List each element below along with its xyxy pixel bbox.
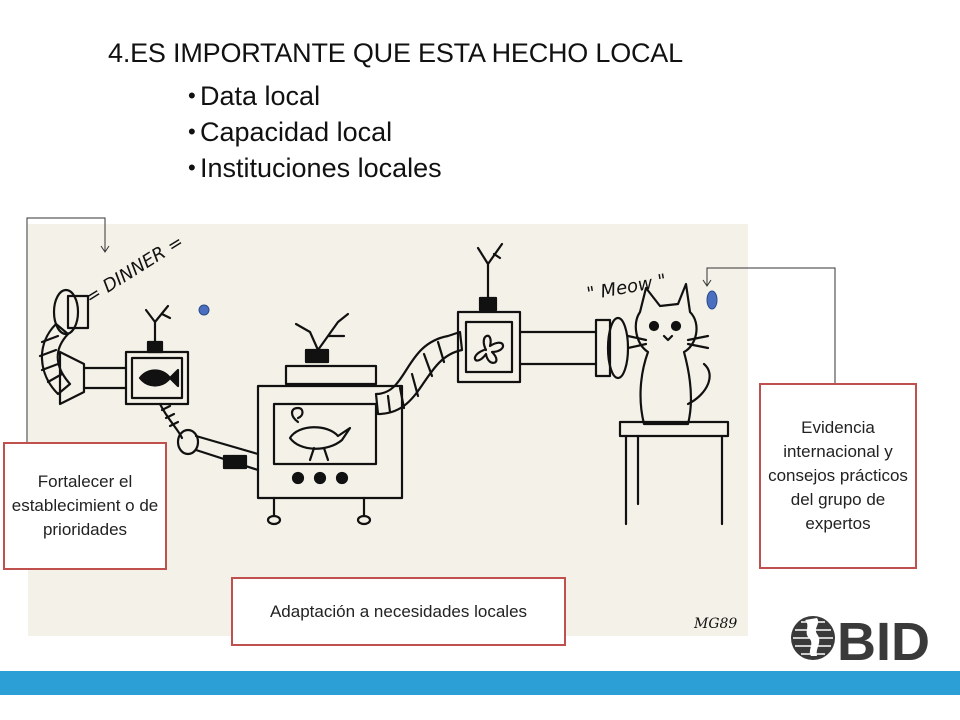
marker-dot [706,290,718,310]
callout-text: Fortalecer el establecimient o de priori… [11,472,159,539]
cartoon-illustration: = DINNER = " Meow " MG89 [28,224,748,636]
globe-icon [791,616,835,660]
callout-expert-evidence: Evidencia internacional y consejos práct… [759,383,917,569]
middle-tube [374,330,464,416]
cat-table [618,420,730,438]
center-tv-top [284,364,378,386]
bullet-item: Instituciones locales [188,150,442,186]
bullet-item: Capacidad local [188,114,442,150]
cartoon-drawing: = DINNER = " Meow " MG89 [38,231,737,632]
left-cone [58,350,86,406]
artist-signature: MG89 [693,616,737,632]
callout-text: Adaptación a necesidades locales [269,601,528,621]
bullet-list: Data local Capacidad local Instituciones… [188,78,442,186]
cat-icon [634,282,698,426]
logo-text: BID [837,612,930,666]
right-tv [456,310,522,384]
bullet-item: Data local [188,78,442,114]
footer-accent-bar [0,671,960,695]
callout-priorities: Fortalecer el establecimient o de priori… [3,442,167,570]
callout-text: Evidencia internacional y consejos práct… [768,418,908,533]
marker-dot [198,304,210,316]
center-tv [256,384,404,500]
bid-logo: BID [791,612,930,666]
callout-local-needs: Adaptación a necesidades locales [231,577,566,646]
bird-icon [288,426,352,450]
dinner-label: = DINNER = [82,231,188,308]
flower-icon [473,334,505,364]
slide-title: 4.ES IMPORTANTE QUE ESTA HECHO LOCAL [108,38,683,68]
fish-icon [138,368,180,388]
